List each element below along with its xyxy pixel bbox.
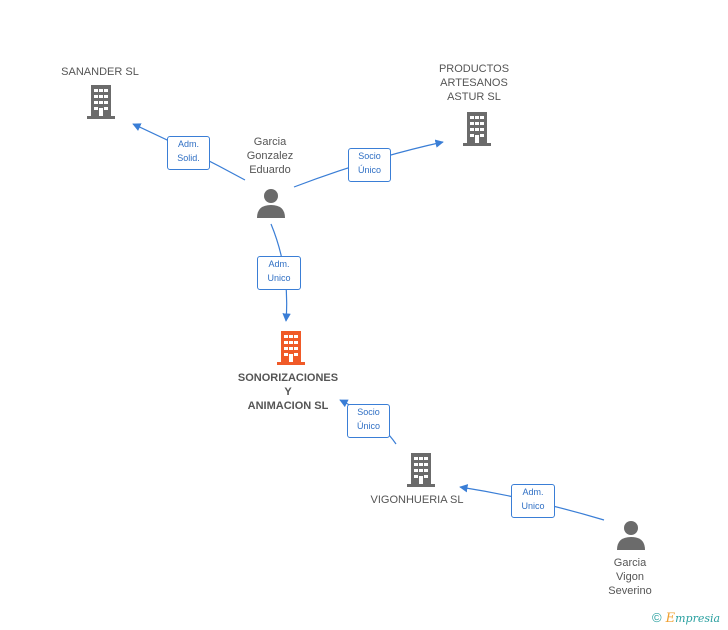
node-label-garcia-gonzalez[interactable]: Garcia Gonzalez Eduardo	[246, 136, 294, 176]
node-label-sonorizaciones[interactable]: SONORIZACIONES Y ANIMACION SL	[237, 372, 339, 412]
node-label-productos[interactable]: PRODUCTOS ARTESANOS ASTUR SL	[438, 63, 510, 103]
main-building-icon[interactable]	[275, 331, 307, 365]
edge-label-socio-unico[interactable]: Socio Único	[348, 148, 391, 182]
edge-label-socio-unico[interactable]: Socio Único	[347, 404, 390, 438]
edge-label-adm-solid[interactable]: Adm. Solid.	[167, 136, 210, 170]
brand-name: mpresia	[675, 612, 721, 625]
node-label-garcia-vigon[interactable]: Garcia Vigon Severino	[608, 557, 652, 597]
building-icon[interactable]	[405, 453, 437, 487]
brand-initial: E	[665, 611, 676, 626]
edge-label-adm-unico[interactable]: Adm. Unico	[511, 484, 555, 518]
copyright-symbol: ©	[652, 610, 662, 625]
building-icon[interactable]	[85, 85, 117, 119]
person-icon[interactable]	[256, 188, 286, 218]
brand-logo[interactable]: ©Empresia	[652, 610, 720, 626]
node-label-vigonhueria[interactable]: VIGONHUERIA SL	[370, 494, 464, 506]
building-icon[interactable]	[461, 112, 493, 146]
edge-label-adm-unico[interactable]: Adm. Unico	[257, 256, 301, 290]
node-label-sanander[interactable]: SANANDER SL	[61, 66, 139, 78]
person-icon[interactable]	[616, 520, 646, 550]
